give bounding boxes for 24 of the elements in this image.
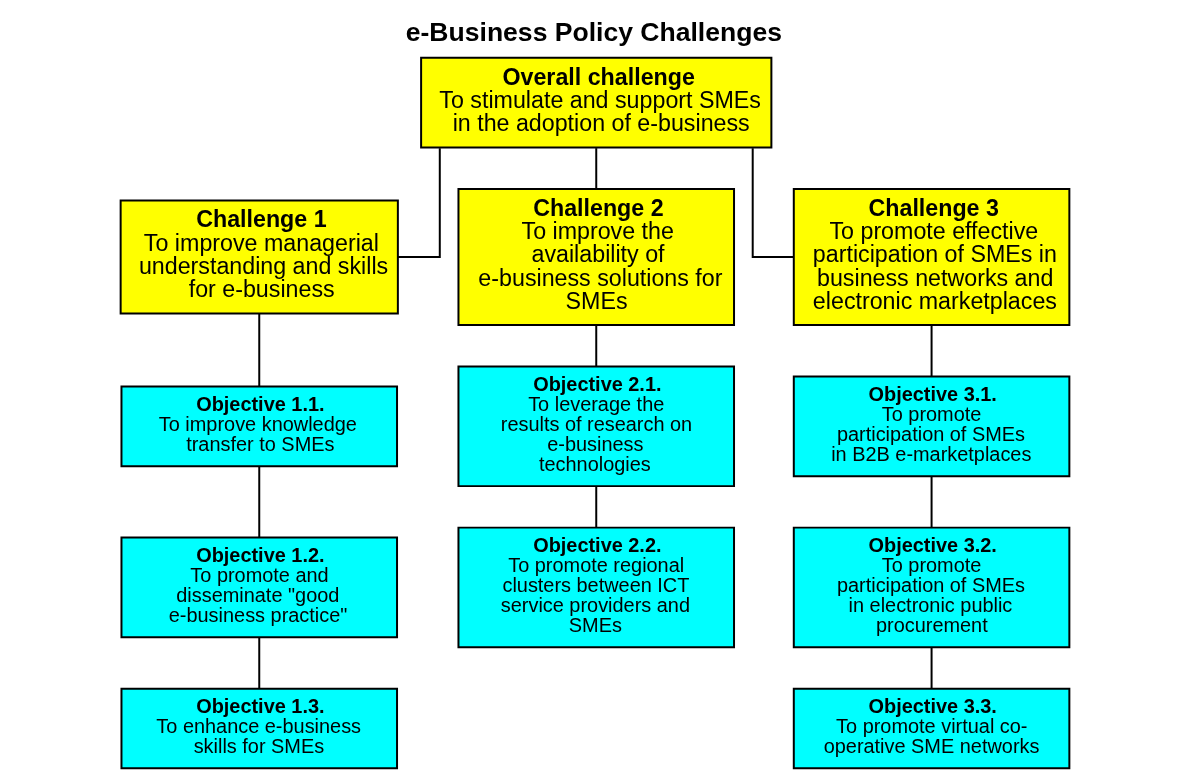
connector <box>257 636 260 690</box>
node-box: Objective 3.3. To promote virtual co-operative SME networks <box>792 687 1070 770</box>
connector <box>930 324 933 378</box>
node-box: Objective 1.3. To enhance e-business skills for SMEs <box>119 687 398 770</box>
connector <box>396 147 441 259</box>
connector <box>594 147 597 190</box>
node-box: Challenge 2 To improve the availability of e-business solutions for SMEs <box>456 187 735 327</box>
node-box: Objective 2.2. To promote regional clusters between ICT service providers and SMEs <box>456 526 735 649</box>
node-box: Objective 1.1. To improve knowledge transfer to SMEs <box>119 385 398 468</box>
node-box: Objective 1.2. To promote and disseminate "good e-business practice" <box>119 536 398 639</box>
diagram-title: e-Business Policy Challenges <box>405 16 782 47</box>
node-box: Challenge 3 To promote effective participation of SMEs in business networks and electronic marketplaces <box>792 187 1070 327</box>
connector <box>930 646 933 690</box>
node-box: Objective 3.2. To promote participation of SMEs in electronic public procurement <box>792 526 1070 649</box>
node-box: Objective 2.1. To leverage the results of research on e-business technologies <box>456 365 735 488</box>
connector <box>257 312 260 388</box>
node-box: Objective 3.1. To promote participation of SMEs in B2B e-marketplaces <box>792 375 1070 478</box>
connector <box>930 475 933 529</box>
connector <box>751 147 795 259</box>
node-box: Overall challenge To stimulate and support SMEs in the adoption of e-business <box>419 56 772 149</box>
node-box: Challenge 1 To improve managerial understanding and skills for e-business <box>119 199 399 315</box>
connector <box>257 466 260 539</box>
connector <box>594 324 597 368</box>
connector <box>594 485 597 529</box>
